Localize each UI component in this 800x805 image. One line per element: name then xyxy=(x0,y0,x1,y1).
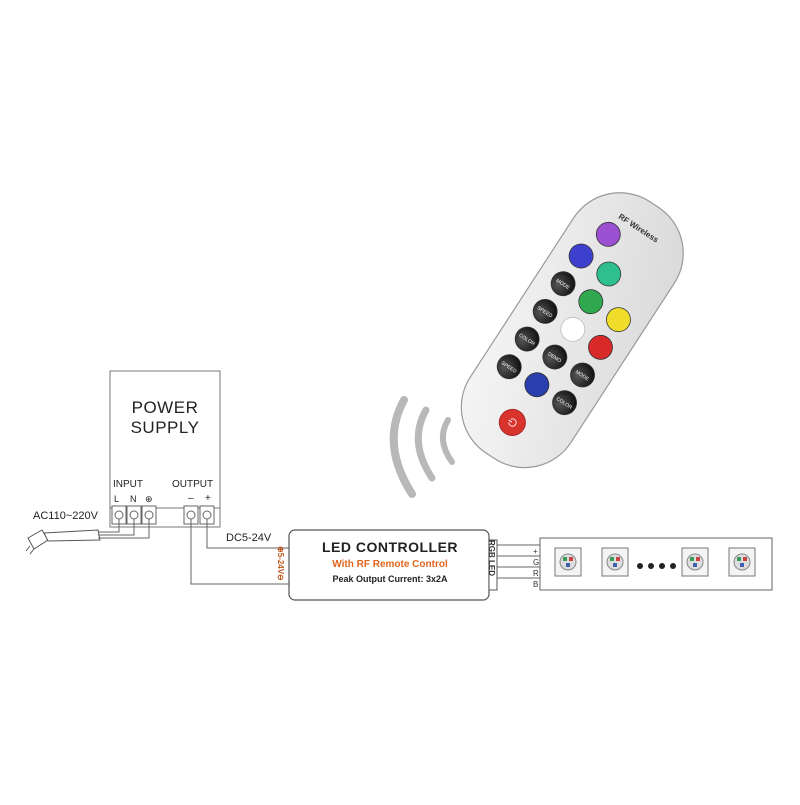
remote-color-button[interactable] xyxy=(602,303,635,336)
dc-wires xyxy=(190,519,290,585)
input-terminal-ground: ⊕ xyxy=(145,494,153,504)
strip-wires xyxy=(497,544,540,579)
controller-output-connector xyxy=(488,539,498,591)
strip-pin-labels: + G R B xyxy=(533,546,539,590)
remote-color-button[interactable] xyxy=(584,331,617,364)
strip-pin-plus: + xyxy=(533,547,538,556)
power-supply-box xyxy=(109,370,221,528)
remote-function-button[interactable] xyxy=(529,295,562,328)
strip-continuation-dots xyxy=(637,563,676,569)
dc-voltage-label: DC5-24V xyxy=(226,532,272,544)
led-chip xyxy=(728,547,756,577)
strip-pin-b: B xyxy=(533,580,539,589)
remote-color-button[interactable] xyxy=(520,368,553,401)
led-chips xyxy=(554,547,756,577)
remote-color-button[interactable] xyxy=(592,218,625,251)
remote-function-button[interactable] xyxy=(493,350,526,383)
led-chip xyxy=(601,547,629,577)
remote-function-button[interactable] xyxy=(548,386,581,419)
controller-peak-current: Peak Output Current: 3x2A xyxy=(332,574,448,584)
output-terminal-plus: + xyxy=(205,493,211,504)
remote-function-button[interactable] xyxy=(511,322,544,355)
strip-pin-g: G xyxy=(533,558,540,567)
ac-plug-icon xyxy=(25,529,101,555)
power-supply-title: POWER xyxy=(131,398,199,417)
remote-function-button[interactable] xyxy=(566,358,599,391)
controller-input-voltage: ⊕5-24V⊖ xyxy=(276,546,285,581)
power-supply-title-2: SUPPLY xyxy=(130,418,200,437)
controller-title: LED CONTROLLER xyxy=(321,539,459,555)
remote-color-button[interactable] xyxy=(556,313,589,346)
power-button[interactable] xyxy=(494,404,530,440)
input-terminal-n: N xyxy=(130,494,137,504)
remote-color-button[interactable] xyxy=(564,239,597,272)
input-terminal-l: L xyxy=(114,494,120,504)
controller-subtitle: With RF Remote Control xyxy=(332,559,448,570)
output-terminal-minus: – xyxy=(188,493,194,504)
output-label: OUTPUT xyxy=(172,479,214,490)
remote-color-button[interactable] xyxy=(574,285,607,318)
input-label: INPUT xyxy=(113,479,143,490)
remote-function-button[interactable] xyxy=(538,340,571,373)
led-chip xyxy=(681,547,709,577)
remote-color-button[interactable] xyxy=(592,257,625,290)
mains-wires xyxy=(98,519,150,539)
led-chip xyxy=(554,547,582,577)
rf-signal-icon xyxy=(389,396,455,498)
ac-voltage-label: AC110~220V xyxy=(33,510,98,522)
strip-pin-r: R xyxy=(533,569,539,578)
controller-rgb-led-label: RGB LED xyxy=(487,540,496,576)
remote-function-button[interactable] xyxy=(547,267,580,300)
